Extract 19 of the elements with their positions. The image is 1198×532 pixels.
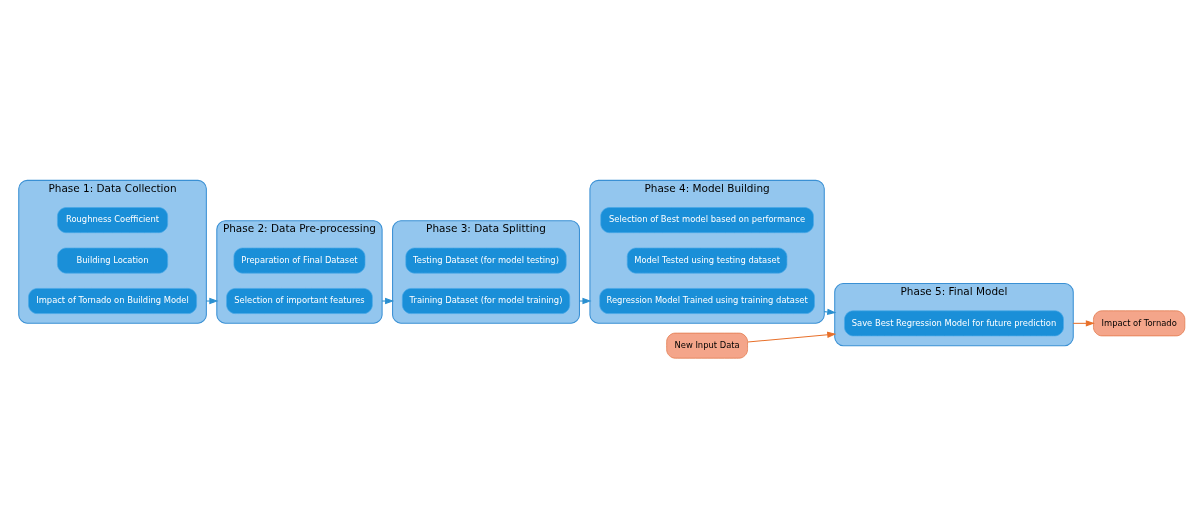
- arrow: [1072, 319, 1095, 327]
- node-box: Model Tested using testing dataset: [626, 247, 788, 273]
- node-box: New Input Data: [666, 332, 748, 359]
- node-box: Testing Dataset (for model testing): [405, 247, 567, 273]
- node-box: Selection of important features: [226, 287, 373, 314]
- arrow: [578, 297, 592, 304]
- node-box: Impact of Tornado on Building Model: [28, 287, 197, 314]
- arrow: [823, 308, 837, 315]
- arrow: [205, 297, 219, 304]
- arrow: [381, 297, 395, 304]
- node-box: Regression Model Trained using training dataset: [599, 287, 815, 314]
- node-box: Training Dataset (for model training): [401, 287, 571, 314]
- node-box: Building Location: [57, 247, 168, 273]
- node-box: Roughness Coefficient: [57, 206, 168, 233]
- arrow: [747, 331, 837, 343]
- node-box: Save Best Regression Model for future prediction: [844, 309, 1064, 336]
- node-box: Impact of Tornado: [1093, 309, 1186, 336]
- node-box: Preparation of Final Dataset: [233, 247, 366, 273]
- node-box: Selection of Best model based on performance: [600, 206, 814, 233]
